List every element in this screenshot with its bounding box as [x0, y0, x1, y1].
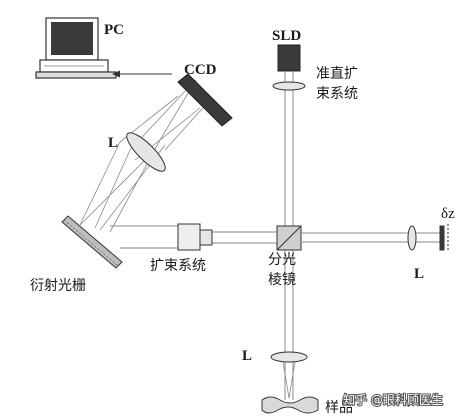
grating-label: 衍射光栅: [30, 278, 86, 294]
pc-label: PC: [104, 22, 124, 38]
sample-lens: [270, 351, 308, 363]
collimator-lens: [272, 81, 306, 91]
beam-splitter-prism: [276, 225, 302, 251]
diffraction-grating: [61, 215, 123, 269]
watermark: 知乎 @眼科顾医生: [342, 392, 444, 408]
watermark-text: 知乎 @眼科顾医生: [343, 393, 443, 407]
delta-z-label: δz: [441, 206, 455, 222]
splitter-label-line1: 分光: [268, 252, 296, 268]
beam-expander: [177, 223, 213, 251]
sample-label: 样品: [325, 400, 353, 416]
pc-computer-icon: [35, 17, 117, 79]
sld-label: SLD: [272, 28, 301, 44]
beam-expander-label: 扩束系统: [150, 258, 206, 274]
data-arrow: [112, 70, 172, 78]
sld-source: [277, 44, 301, 72]
sample-lens-label: L: [242, 348, 252, 364]
ccd-lens-label: L: [108, 135, 118, 151]
ccd-label: CCD: [184, 62, 217, 78]
splitter-label-line2: 棱镜: [268, 272, 296, 288]
beam-paths: [110, 72, 440, 400]
sample-focus-beam: [282, 361, 296, 399]
collimator-label-line2: 束系统: [316, 86, 358, 102]
collimator-label-line1: 准直扩: [316, 65, 358, 82]
sample-tissue: [261, 396, 319, 414]
reference-lens: [407, 225, 417, 251]
reference-mirror: [439, 224, 449, 252]
ccd-sensor: [177, 73, 233, 127]
reference-lens-label: L: [414, 266, 424, 282]
ccd-lens: [126, 132, 166, 172]
